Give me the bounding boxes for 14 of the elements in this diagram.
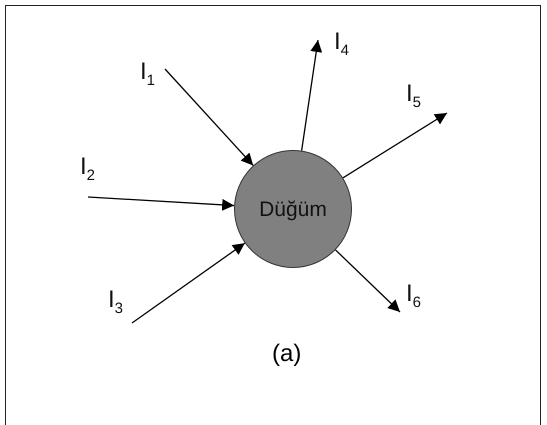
node-circle: Düğüm (234, 150, 352, 268)
current-label: I$_{5}$ (406, 82, 422, 110)
current-label: I$_{3}$ (108, 288, 124, 316)
current-label: I$_{2}$ (80, 155, 96, 183)
arrow (342, 112, 448, 178)
arrow (164, 68, 254, 166)
current-label: I$_{4}$ (334, 30, 350, 58)
arrow (132, 242, 246, 324)
arrow (301, 40, 322, 151)
arrow (335, 249, 400, 312)
arrow (88, 196, 234, 211)
current-label: I$_{1}$ (140, 60, 156, 88)
current-label: I$_{6}$ (406, 282, 422, 310)
caption: (a) (272, 340, 302, 368)
